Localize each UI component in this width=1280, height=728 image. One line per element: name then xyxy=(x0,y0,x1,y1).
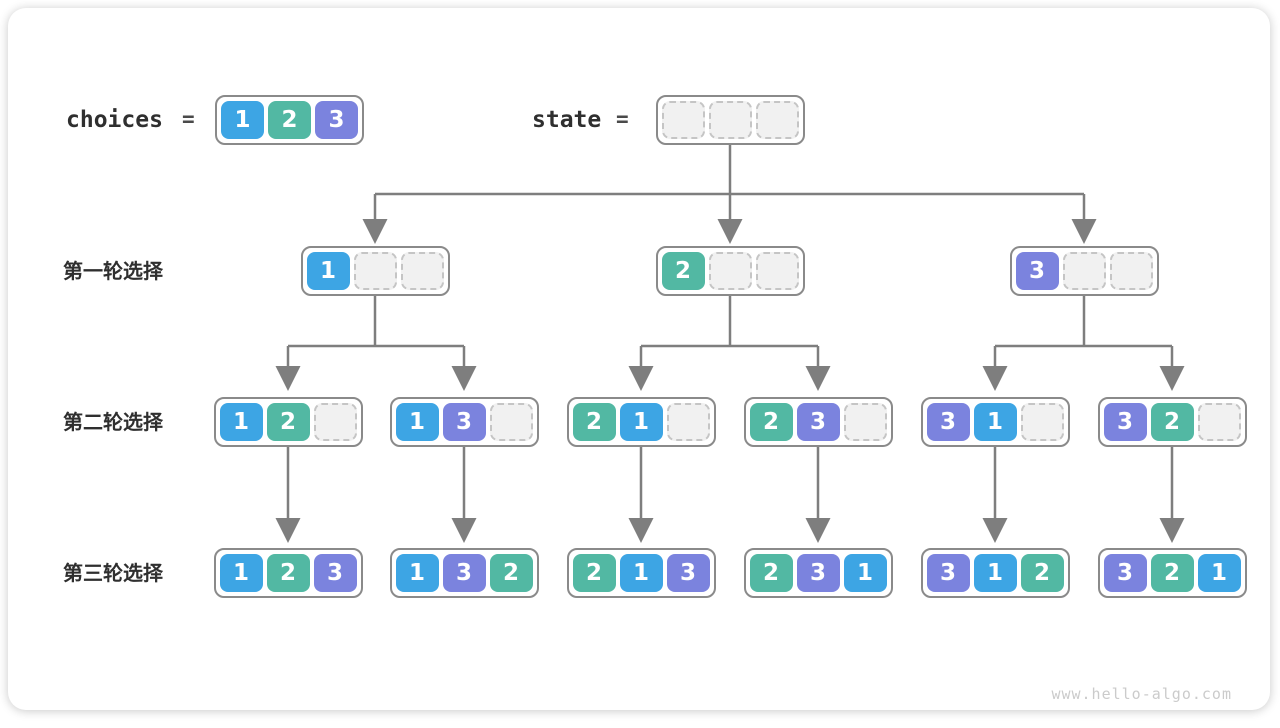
cell-2: 2 xyxy=(1020,554,1064,592)
watermark: www.hello-algo.com xyxy=(1051,685,1232,703)
state-label: state xyxy=(532,107,602,133)
cell-2: 2 xyxy=(1150,554,1194,592)
cell-3: 3 xyxy=(796,554,840,592)
cell-1: 1 xyxy=(306,252,350,290)
empty-cell xyxy=(1062,252,1106,290)
cell-3: 3 xyxy=(442,554,486,592)
empty-cell xyxy=(400,252,444,290)
cell-3: 3 xyxy=(315,101,358,139)
tree-arrows xyxy=(275,145,1185,543)
cell-3: 3 xyxy=(926,554,970,592)
cell-2: 2 xyxy=(572,403,616,441)
cell-1: 1 xyxy=(219,554,263,592)
cell-2: 2 xyxy=(572,554,616,592)
empty-cell xyxy=(708,101,752,139)
state-array xyxy=(655,95,805,145)
cell-3: 3 xyxy=(796,403,840,441)
state-node-round1-3: 3 xyxy=(1009,246,1159,296)
empty-cell xyxy=(843,403,887,441)
empty-cell xyxy=(1109,252,1153,290)
cell-2: 2 xyxy=(266,403,310,441)
cell-2: 2 xyxy=(1150,403,1194,441)
empty-cell xyxy=(489,403,533,441)
cell-1: 1 xyxy=(843,554,887,592)
cell-3: 3 xyxy=(1015,252,1059,290)
empty-cell xyxy=(755,252,799,290)
cell-2: 2 xyxy=(749,403,793,441)
empty-cell xyxy=(313,403,357,441)
cell-1: 1 xyxy=(619,554,663,592)
round-3-label: 第三轮选择 xyxy=(63,561,163,585)
state-equals: = xyxy=(616,107,629,131)
round-1-label: 第一轮选择 xyxy=(63,259,163,283)
cell-3: 3 xyxy=(926,403,970,441)
empty-cell xyxy=(755,101,799,139)
cell-2: 2 xyxy=(749,554,793,592)
choices-equals: = xyxy=(182,107,195,131)
empty-cell xyxy=(666,403,710,441)
choices-label: choices xyxy=(66,107,163,133)
state-node-round1-2: 2 xyxy=(655,246,805,296)
cell-1: 1 xyxy=(1197,554,1241,592)
empty-cell xyxy=(708,252,752,290)
cell-1: 1 xyxy=(619,403,663,441)
state-node-round1-1: 1 xyxy=(300,246,450,296)
cell-1: 1 xyxy=(395,403,439,441)
empty-cell xyxy=(661,101,705,139)
diagram-card: choices = state = 第一轮选择 第二轮选择 第三轮选择 www.… xyxy=(8,8,1270,710)
cell-1: 1 xyxy=(395,554,439,592)
cell-2: 2 xyxy=(268,101,311,139)
cell-1: 1 xyxy=(973,554,1017,592)
cell-2: 2 xyxy=(266,554,310,592)
cell-1: 1 xyxy=(973,403,1017,441)
cell-1: 1 xyxy=(221,101,264,139)
empty-cell xyxy=(1197,403,1241,441)
cell-3: 3 xyxy=(313,554,357,592)
round-2-label: 第二轮选择 xyxy=(63,410,163,434)
empty-cell xyxy=(353,252,397,290)
cell-3: 3 xyxy=(666,554,710,592)
cell-1: 1 xyxy=(219,403,263,441)
cell-3: 3 xyxy=(442,403,486,441)
cell-3: 3 xyxy=(1103,554,1147,592)
cell-3: 3 xyxy=(1103,403,1147,441)
empty-cell xyxy=(1020,403,1064,441)
cell-2: 2 xyxy=(661,252,705,290)
cell-2: 2 xyxy=(489,554,533,592)
